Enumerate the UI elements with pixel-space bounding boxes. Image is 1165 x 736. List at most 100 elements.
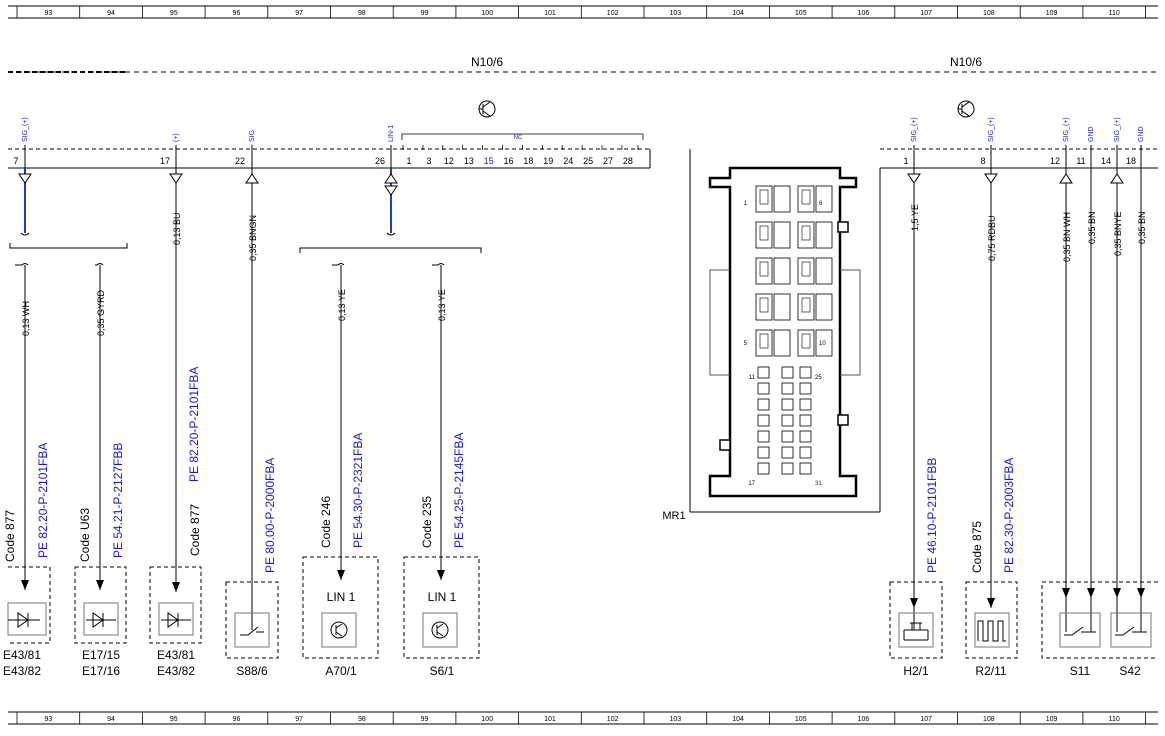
grid-column-label: 97 xyxy=(295,10,303,17)
grid-column-label: 98 xyxy=(358,716,366,723)
reference-link: PE 54.30-P-2321FBA xyxy=(351,433,365,548)
connector-small-cavity xyxy=(757,382,770,395)
component-e43-81-a: E43/81 E43/82 xyxy=(3,566,51,678)
wire-label: 0,13 YE xyxy=(437,289,447,321)
grid-column-label: 93 xyxy=(44,10,52,17)
connector-pin-label: 5 xyxy=(744,341,748,347)
component-s11-s42: S11 S42 xyxy=(1041,581,1158,678)
pin-number: 1 xyxy=(903,156,908,166)
connector-pin-label: 1 xyxy=(744,201,748,207)
nc-label: NC xyxy=(514,135,523,141)
nc-pin-number: 16 xyxy=(503,156,513,166)
component-label: E17/15 xyxy=(82,648,120,662)
grid-column-label: 110 xyxy=(1109,716,1120,723)
component-e43-81-b: E43/81 E43/82 xyxy=(149,566,202,678)
grid-column-label: 102 xyxy=(607,10,619,17)
component-label: E43/82 xyxy=(3,664,41,678)
nc-bracket xyxy=(401,133,644,140)
component-arrows xyxy=(21,570,1145,608)
pin-signal: GND xyxy=(1138,126,1145,142)
component-label: H2/1 xyxy=(903,664,929,678)
connector-pin-label: 11 xyxy=(749,375,756,381)
nc-pin-number: 27 xyxy=(603,156,613,166)
pin-signal: SIG_(+) xyxy=(1063,117,1070,142)
component-label: S6/1 xyxy=(430,664,455,678)
grid-column-label: 107 xyxy=(920,10,932,17)
wire-group-left xyxy=(9,168,482,630)
grid-column-label: 105 xyxy=(795,716,807,723)
grid-column-label: 98 xyxy=(358,10,366,17)
wire-label: 0,35 GYRD xyxy=(96,289,106,336)
connector-small-cavity xyxy=(799,430,812,443)
component-r2-11: R2/11 xyxy=(965,581,1018,678)
module-label-left: N10/6 xyxy=(471,55,503,69)
component-e17-15: E17/15 E17/16 xyxy=(74,566,127,678)
nc-pin-number: 12 xyxy=(444,156,454,166)
grid-column-label: 105 xyxy=(795,10,807,17)
pin-signal: GND xyxy=(1088,126,1095,142)
reference-link: PE 82.30-P-2003FBA xyxy=(1002,458,1016,573)
connector-small-cavity xyxy=(799,398,812,411)
nc-pin-number: 24 xyxy=(563,156,573,166)
component-label: E43/81 xyxy=(3,648,41,662)
wire-labels: 0,13 WH 0,35 GYRD 0,13 BU 0,35 BNGN 0,13… xyxy=(21,204,1147,336)
pin-number: 22 xyxy=(235,156,245,166)
component-label: E43/81 xyxy=(157,648,195,662)
reference-link: PE 54.21-P-2127FBB xyxy=(111,443,125,558)
left-pin-17: 17 (+) xyxy=(160,133,180,168)
grid-column-label: 94 xyxy=(107,10,115,17)
grid-column-label: 108 xyxy=(983,716,995,723)
component-h2-1: H2/1 xyxy=(889,581,943,678)
connector-small-cavity xyxy=(781,430,794,443)
connector-small-cavity xyxy=(781,462,794,475)
connector-small-cavity xyxy=(781,446,794,459)
pin-signal: SIG xyxy=(249,130,256,142)
grid-column-label: 107 xyxy=(920,716,932,723)
component-s88-6: S88/6 xyxy=(225,581,279,678)
wire-group-right xyxy=(907,168,1142,632)
connector-small-cavity xyxy=(799,446,812,459)
nc-pin-number: 13 xyxy=(464,156,474,166)
module-label-right: N10/6 xyxy=(950,55,982,69)
pin-number: 8 xyxy=(980,156,985,166)
connector-small-cavity xyxy=(799,414,812,427)
pin-signal: SIG_(+) xyxy=(988,117,995,142)
connector-pin-label: 31 xyxy=(815,481,822,487)
grid-column-label: 104 xyxy=(732,716,744,723)
pin-signal: SIG_(+) xyxy=(22,117,29,142)
component-label: A70/1 xyxy=(325,664,357,678)
connector-small-cavity xyxy=(781,414,794,427)
component-label: S88/6 xyxy=(236,664,268,678)
grid-column-label: 99 xyxy=(421,10,429,17)
connector-small-cavity xyxy=(757,430,770,443)
component-label: E17/16 xyxy=(82,664,120,678)
connector-small-cavity xyxy=(757,446,770,459)
wire-label: 0,35 BN xyxy=(1137,211,1147,244)
code-label: Code U63 xyxy=(78,508,92,562)
nc-pin-number: 28 xyxy=(623,156,633,166)
left-pin-26: 26 LIN-1 xyxy=(375,125,395,168)
grid-column-label: 100 xyxy=(481,716,493,723)
connector-small-cavity xyxy=(799,366,812,379)
grid-column-label: 94 xyxy=(107,716,115,723)
wire-label: 0,13 WH xyxy=(21,301,31,336)
grid-column-label: 95 xyxy=(170,716,178,723)
nc-pin-number: 3 xyxy=(426,156,431,166)
wire-label: 0,75 RDBU xyxy=(987,215,997,261)
connector-small-cavity xyxy=(799,382,812,395)
code-label: Code 875 xyxy=(970,521,984,573)
reference-link: PE 46.10-P-2101FBB xyxy=(925,458,939,573)
reference-link: PE 82.20-P-2101FBA xyxy=(36,443,50,558)
code-labels: Code 877 Code U63 Code 877 Code 246 Code… xyxy=(3,496,984,573)
connector-small-cavity xyxy=(799,462,812,475)
grid-column-label: 100 xyxy=(481,10,493,17)
pin-number: 14 xyxy=(1101,156,1111,166)
grid-column-label: 106 xyxy=(858,10,870,17)
grid-column-label: 103 xyxy=(670,10,682,17)
pin-signal: LIN-1 xyxy=(388,125,395,142)
nc-pin-number: 19 xyxy=(543,156,553,166)
lin-label: LIN 1 xyxy=(327,590,356,604)
transistor-icon xyxy=(957,100,975,118)
grid-column-label: 102 xyxy=(607,716,619,723)
